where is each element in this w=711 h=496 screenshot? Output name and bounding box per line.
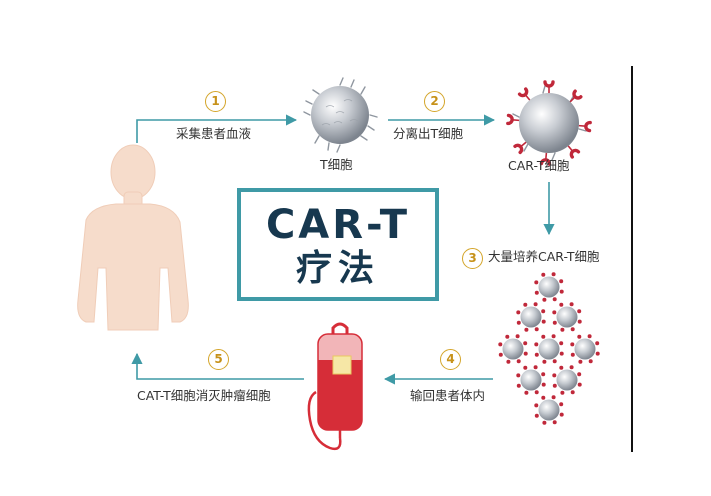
arrow-step-1 bbox=[136, 114, 298, 143]
step-5-number-badge: 5 bbox=[208, 349, 229, 370]
step-1-label: 采集患者血液 bbox=[176, 126, 252, 141]
t-cell-icon bbox=[303, 77, 378, 153]
small-car-t-cell-icon bbox=[516, 365, 546, 395]
small-car-t-cell-icon bbox=[534, 272, 564, 302]
step-4-number-badge: 4 bbox=[440, 349, 461, 370]
title-box: CAR-T 疗法 bbox=[237, 188, 439, 301]
car-t-cell-cluster-icon bbox=[498, 272, 600, 425]
step-2-number-badge: 2 bbox=[424, 91, 445, 112]
small-car-t-cell-icon bbox=[534, 395, 564, 425]
small-car-t-cell-icon bbox=[534, 334, 564, 364]
title-line-2: 疗法 bbox=[295, 248, 380, 289]
arrow-step-5 bbox=[131, 352, 304, 380]
small-car-t-cell-icon bbox=[516, 302, 546, 332]
small-car-t-cell-icon bbox=[552, 302, 582, 332]
t-cell-label: T细胞 bbox=[320, 157, 353, 172]
step-4-label: 输回患者体内 bbox=[410, 388, 486, 403]
small-car-t-cell-icon bbox=[570, 334, 600, 364]
car-t-cell-label: CAR-T细胞 bbox=[508, 158, 570, 173]
step-3-label: 大量培养CAR-T细胞 bbox=[488, 249, 600, 264]
human-body-figure bbox=[77, 144, 189, 331]
blood-bag-icon bbox=[307, 322, 363, 451]
step-1-number-badge: 1 bbox=[205, 91, 226, 112]
title-line-1: CAR-T bbox=[265, 202, 411, 248]
car-t-cell-icon bbox=[506, 80, 592, 166]
small-car-t-cell-icon bbox=[552, 365, 582, 395]
step-5-label: CAT-T细胞消灭肿瘤细胞 bbox=[137, 388, 271, 403]
small-car-t-cell-icon bbox=[498, 334, 528, 364]
step-2-label: 分离出T细胞 bbox=[393, 126, 464, 141]
step-3-number-badge: 3 bbox=[462, 248, 483, 269]
